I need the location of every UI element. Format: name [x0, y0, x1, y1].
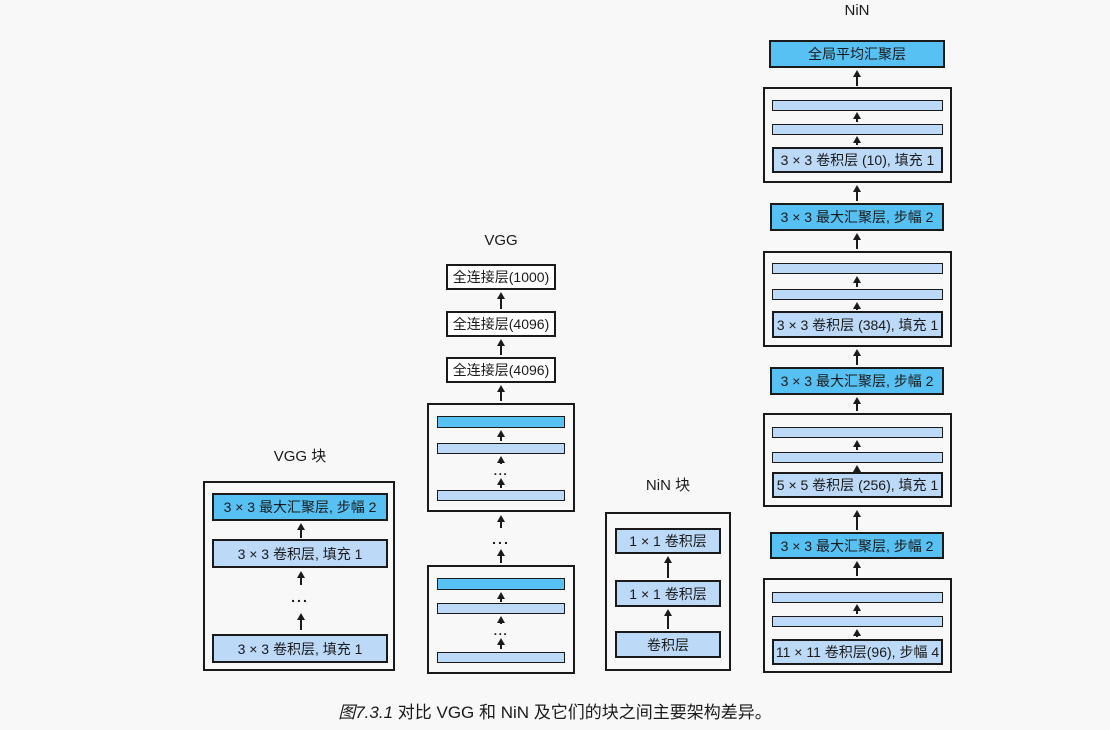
up-arrow-icon	[494, 592, 507, 602]
nin-stage-box	[763, 87, 952, 183]
vgg-fc-layer-4096: 全连接层(4096)	[446, 357, 556, 383]
nin-stage-box	[763, 578, 952, 673]
nin-global-avgpool-layer: 全局平均汇聚层	[769, 40, 945, 68]
nin-block-conv1x1-layer: 1 × 1 卷积层	[615, 580, 721, 607]
vgg-fc-layer-1000: 全连接层(1000)	[446, 264, 556, 290]
nin-block-outline	[605, 512, 731, 671]
figure-caption: 图7.3.1 对比 VGG 和 NiN 及它们的块之间主要架构差异。	[0, 698, 1110, 723]
up-arrow-icon	[850, 276, 863, 287]
conv-bar	[772, 124, 943, 135]
vgg-block-maxpool-layer: 3 × 3 最大汇聚层, 步幅 2	[212, 493, 388, 521]
vgg-fc-layer-4096: 全连接层(4096)	[446, 311, 556, 337]
vgg-block-title: VGG 块	[273, 448, 327, 465]
up-arrow-icon	[850, 185, 863, 201]
nin-block-conv-layer: 卷积层	[615, 631, 721, 658]
up-arrow-icon	[850, 629, 863, 637]
up-arrow-icon	[494, 616, 507, 624]
nin-conv-layer-384: 3 × 3 卷积层 (384), 填充 1	[772, 311, 943, 338]
up-arrow-icon	[494, 549, 507, 563]
up-arrow-icon	[850, 112, 863, 122]
vgg-block-conv-layer: 3 × 3 卷积层, 填充 1	[212, 539, 388, 568]
up-arrow-icon	[850, 604, 863, 614]
up-arrow-icon	[850, 302, 863, 310]
conv-bar	[437, 443, 565, 454]
nin-maxpool-layer: 3 × 3 最大汇聚层, 步幅 2	[770, 203, 944, 231]
conv-bar	[772, 452, 943, 463]
vgg-block-outline	[203, 481, 395, 671]
up-arrow-icon	[494, 430, 507, 441]
up-arrow-icon	[850, 70, 863, 86]
vgg-title: VGG	[484, 232, 518, 249]
ellipsis: ...	[493, 624, 509, 638]
up-arrow-icon	[850, 561, 863, 576]
ellipsis: ...	[493, 464, 509, 478]
nin-stage-box	[763, 251, 952, 347]
up-arrow-icon	[294, 613, 307, 630]
up-arrow-icon	[850, 233, 863, 249]
conv-bar	[772, 592, 943, 603]
nin-conv-layer-256: 5 × 5 卷积层 (256), 填充 1	[772, 472, 943, 498]
up-arrow-icon	[494, 638, 507, 649]
up-arrow-icon	[850, 440, 863, 450]
conv-bar	[437, 652, 565, 663]
up-arrow-icon	[494, 456, 507, 464]
nin-block-conv1x1-layer: 1 × 1 卷积层	[615, 528, 721, 554]
pool-bar	[437, 578, 565, 590]
up-arrow-icon	[494, 515, 507, 528]
up-arrow-icon	[661, 609, 674, 629]
up-arrow-icon	[661, 556, 674, 578]
conv-bar	[437, 490, 565, 501]
ellipsis: ...	[291, 589, 309, 605]
ellipsis: ...	[492, 531, 510, 547]
pool-bar	[437, 416, 565, 428]
nin-title: NiN	[844, 2, 870, 19]
up-arrow-icon	[850, 510, 863, 530]
figure-number: 图7.3.1	[338, 703, 394, 722]
nin-conv-layer-96: 11 × 11 卷积层(96), 步幅 4	[772, 639, 943, 665]
conv-bar	[772, 100, 943, 111]
up-arrow-icon	[494, 478, 507, 488]
conv-bar	[437, 603, 565, 614]
up-arrow-icon	[850, 397, 863, 411]
nin-stage-box	[763, 413, 952, 507]
nin-conv-layer-10: 3 × 3 卷积层 (10), 填充 1	[772, 147, 943, 173]
up-arrow-icon	[850, 136, 863, 145]
up-arrow-icon	[494, 385, 507, 401]
figure-caption-text: 对比 VGG 和 NiN 及它们的块之间主要架构差异。	[393, 703, 772, 722]
nin-maxpool-layer: 3 × 3 最大汇聚层, 步幅 2	[770, 367, 944, 395]
nin-maxpool-layer: 3 × 3 最大汇聚层, 步幅 2	[770, 532, 944, 559]
conv-bar	[772, 427, 943, 438]
vgg-stage-box	[427, 403, 575, 512]
conv-bar	[772, 263, 943, 274]
vgg-stage-box	[427, 565, 575, 674]
conv-bar	[772, 289, 943, 300]
up-arrow-icon	[494, 339, 507, 355]
conv-bar	[772, 616, 943, 627]
up-arrow-icon	[294, 571, 307, 585]
vgg-block-conv-layer: 3 × 3 卷积层, 填充 1	[212, 634, 388, 663]
up-arrow-icon	[850, 349, 863, 365]
up-arrow-icon	[494, 292, 507, 309]
nin-block-title: NiN 块	[645, 477, 691, 494]
up-arrow-icon	[294, 523, 307, 538]
